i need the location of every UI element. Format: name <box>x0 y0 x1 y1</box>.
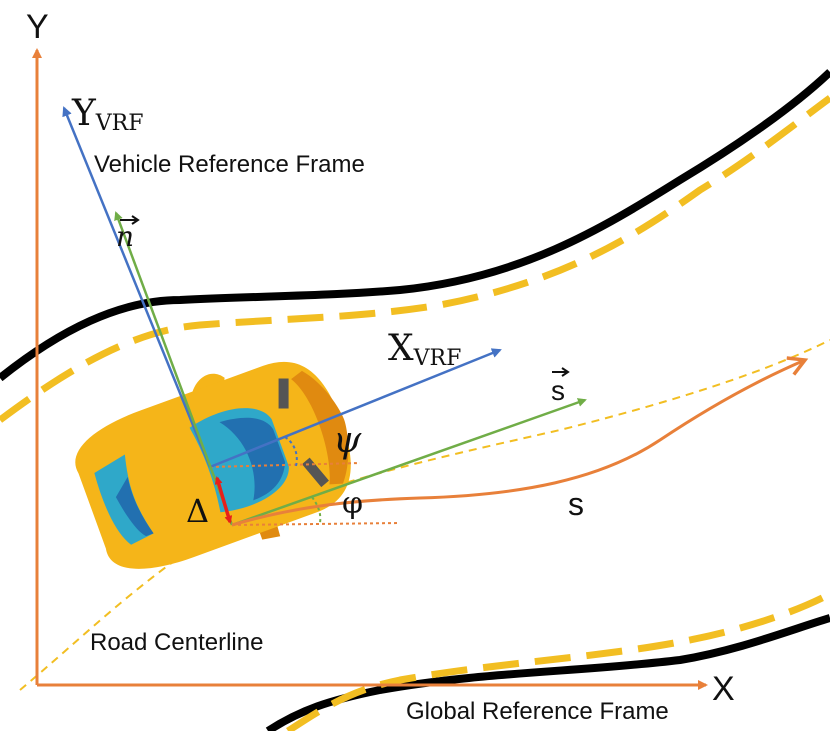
lane-line-bottom <box>286 590 830 731</box>
label-global-y: Y <box>26 8 49 46</box>
psi-reference-line <box>209 462 361 468</box>
lane-line-top <box>0 95 830 423</box>
trajectory-s-curve <box>231 356 809 527</box>
n-vector-line <box>114 211 234 526</box>
delta-offset-arrow <box>214 476 233 524</box>
label-road-centerline: Road Centerline <box>90 629 263 656</box>
label-psi: ψ <box>333 420 362 461</box>
label-phi: φ <box>342 486 363 521</box>
phi-angle-arc <box>311 496 322 524</box>
s-vector-line <box>231 398 587 527</box>
phi-reference-line <box>231 522 401 526</box>
vrf-x-axis <box>209 348 502 469</box>
label-vehicle-frame: Vehicle Reference Frame <box>94 151 365 178</box>
label-s-vector: s <box>551 367 570 406</box>
label-arc-s: s <box>568 486 584 522</box>
label-vrf-x: XVRF <box>388 328 461 371</box>
label-delta: Δ <box>186 492 209 530</box>
vrf-y-axis <box>62 106 212 468</box>
label-global-frame: Global Reference Frame <box>406 698 669 725</box>
label-global-x: X <box>712 670 735 708</box>
road-centerline <box>19 339 830 691</box>
svg-text:n: n <box>116 220 134 253</box>
label-vrf-y: YVRF <box>71 93 143 136</box>
label-n-vector: n <box>116 215 140 253</box>
svg-text:s: s <box>551 375 565 406</box>
psi-angle-arc <box>284 436 298 467</box>
road-edge-top <box>0 69 830 382</box>
